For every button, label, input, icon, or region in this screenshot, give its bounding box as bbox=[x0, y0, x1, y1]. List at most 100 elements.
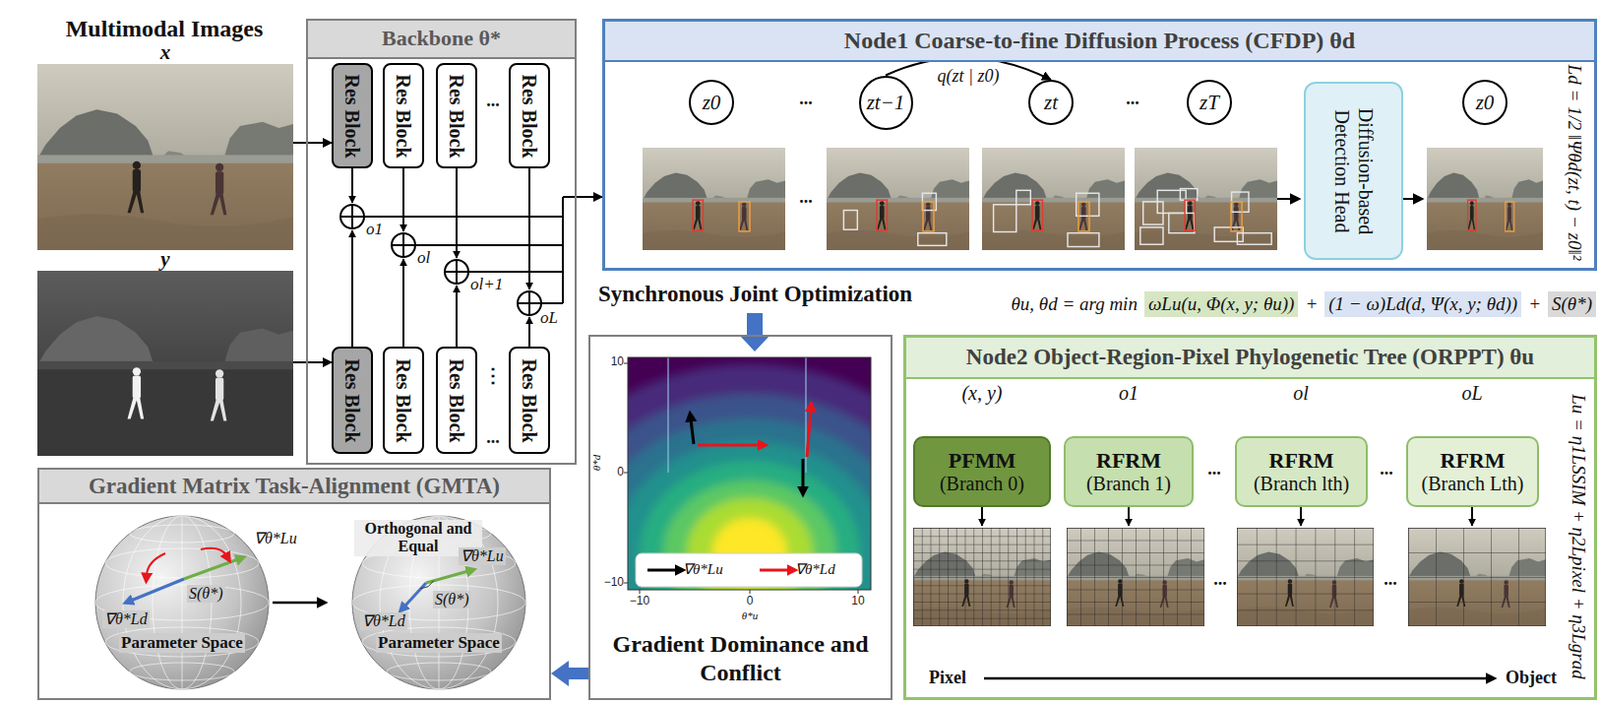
latent-node: zt bbox=[1028, 79, 1074, 125]
text-label: ol bbox=[1292, 381, 1309, 405]
res-block: Res Block bbox=[382, 62, 425, 169]
detection-head: Diffusion-based Detection Head bbox=[1303, 81, 1404, 260]
branch-box: RFRM(Branch Lth) bbox=[1406, 435, 1539, 507]
text-label: −10 bbox=[629, 594, 650, 609]
text-label: oL bbox=[1461, 381, 1482, 405]
image-heading: x bbox=[37, 41, 294, 63]
block-label: Res Block bbox=[393, 73, 414, 158]
latent-node: zt−1 bbox=[859, 75, 914, 130]
flow-arrow bbox=[551, 660, 589, 686]
panel-header: Node1 Coarse-to-fine Diffusion Process (… bbox=[605, 21, 1595, 62]
equation-term: S(θ*) bbox=[1547, 291, 1597, 317]
latent-label: zt bbox=[1044, 92, 1058, 114]
text-label: o1 bbox=[366, 219, 383, 240]
text-label: ... bbox=[1125, 88, 1140, 110]
connector bbox=[293, 361, 332, 364]
block-label: Res Block bbox=[519, 358, 540, 442]
text-label: ... bbox=[1207, 458, 1222, 480]
res-block: Res Block bbox=[331, 62, 373, 169]
block-label: Res Block bbox=[446, 73, 467, 158]
module-panel: Gradient Matrix Task-Alignment (GMTA) bbox=[37, 467, 552, 700]
latent-node: z0 bbox=[688, 79, 735, 125]
branch-name: PFMM bbox=[948, 447, 1016, 473]
text-label: ... bbox=[799, 88, 813, 110]
panel-title: Node1 Coarse-to-fine Diffusion Process (… bbox=[844, 27, 1355, 54]
branch-name: RFRM bbox=[1269, 447, 1335, 473]
text-label: ... bbox=[486, 427, 500, 448]
text-label: 10 bbox=[851, 594, 864, 609]
module-panel: Backbone θ*Res BlockRes BlockRes BlockRe… bbox=[306, 18, 577, 465]
block-label: Res Block bbox=[446, 358, 467, 442]
branch-index: (Branch 1) bbox=[1086, 472, 1171, 495]
equation-term: + bbox=[1524, 291, 1545, 317]
head-label: Diffusion-based Detection Head bbox=[1330, 93, 1378, 248]
text-label: (x, y) bbox=[961, 381, 1002, 405]
panel-header: Gradient Matrix Task-Alignment (GMTA) bbox=[39, 469, 550, 504]
connector bbox=[293, 141, 332, 144]
text-label: ... bbox=[486, 90, 500, 112]
branch-name: RFRM bbox=[1096, 447, 1162, 473]
module-panel: Node1 Coarse-to-fine Diffusion Process (… bbox=[602, 18, 1598, 271]
block-label: Res Block bbox=[393, 358, 414, 442]
text-label: 0 bbox=[616, 465, 624, 480]
equation-row: θu, θd = arg minωLu(u, Φ(x, y; θu))+(1 −… bbox=[1006, 291, 1597, 317]
text-label: S(θ*) bbox=[432, 590, 472, 609]
text-label: −10 bbox=[604, 575, 624, 590]
text-label: ol+1 bbox=[470, 274, 503, 295]
res-block: Res Block bbox=[435, 62, 478, 169]
text-label: θ*d bbox=[590, 454, 604, 471]
text-label: Object bbox=[1505, 667, 1557, 688]
text-label: S(θ*) bbox=[186, 584, 226, 603]
block-label: Res Block bbox=[519, 73, 540, 158]
latent-label: zt−1 bbox=[866, 92, 906, 114]
latent-node: z0 bbox=[1462, 79, 1508, 125]
panel-title: Node2 Object-Region-Pixel Phylogenetic T… bbox=[966, 344, 1535, 370]
res-block: Res Block bbox=[435, 346, 478, 454]
panel-header: Node2 Object-Region-Pixel Phylogenetic T… bbox=[906, 337, 1595, 379]
res-block: Res Block bbox=[331, 346, 373, 454]
res-block: Res Block bbox=[508, 346, 551, 454]
block-label: Res Block bbox=[342, 73, 363, 158]
text-label: ⋮ bbox=[483, 364, 503, 387]
branch-index: (Branch Lth) bbox=[1421, 472, 1525, 495]
equation-term: (1 − ω)Ld(d, Ψ(x, y; θd)) bbox=[1324, 291, 1522, 317]
text-label: ... bbox=[799, 186, 813, 208]
panel-title: Backbone θ* bbox=[381, 26, 501, 51]
branch-index: (Branch 0) bbox=[939, 472, 1025, 495]
text-label: ... bbox=[1379, 458, 1394, 480]
legend-text: ∇θ*Ld bbox=[795, 560, 836, 578]
panel-caption: Gradient Dominance and Conflict bbox=[610, 629, 871, 687]
text-label: ol bbox=[417, 247, 431, 268]
branch-name: RFRM bbox=[1440, 447, 1506, 473]
text-label: ... bbox=[1383, 568, 1398, 590]
panel-title: Gradient Matrix Task-Alignment (GMTA) bbox=[88, 473, 500, 498]
equation-term: ωLu(u, Φ(x, y; θu)) bbox=[1144, 291, 1299, 317]
image-frame: x bbox=[37, 63, 294, 250]
text-label: oL bbox=[540, 307, 558, 328]
image-heading: y bbox=[37, 247, 294, 270]
text-label: Parameter Space bbox=[119, 632, 246, 653]
edge-label: q(zt | z0) bbox=[935, 65, 1002, 87]
equation-term: θu, θd = arg min bbox=[1006, 291, 1141, 317]
text-label: ∇θ*Lu bbox=[253, 529, 298, 548]
latent-node: zT bbox=[1186, 79, 1232, 125]
text-label: Parameter Space bbox=[375, 632, 502, 653]
text-label: 0 bbox=[746, 594, 754, 609]
latent-label: zT bbox=[1199, 92, 1220, 114]
connector bbox=[576, 195, 603, 198]
equation-term: + bbox=[1300, 291, 1322, 317]
res-block: Res Block bbox=[382, 346, 425, 454]
text-label: Multimodal Images bbox=[65, 16, 264, 41]
legend-text: ∇θ*Lu bbox=[682, 560, 724, 578]
text-label: Ld = 1/2 ‖Ψθd(zt, t) − z0‖² bbox=[1563, 64, 1586, 261]
branch-index: (Branch lth) bbox=[1253, 472, 1350, 495]
text-label: Lu = η1LSSIM + η2Lpixel + η3Lgrad bbox=[1567, 393, 1590, 678]
text-label: ∇θ*Ld bbox=[360, 612, 408, 630]
text-label: ... bbox=[1213, 568, 1228, 590]
branch-box: RFRM(Branch 1) bbox=[1063, 435, 1194, 507]
latent-label: z0 bbox=[1476, 92, 1495, 114]
text-label: Synchronous Joint Optimization bbox=[598, 281, 913, 308]
image-frame: y bbox=[37, 270, 294, 456]
branch-box: PFMM(Branch 0) bbox=[913, 435, 1051, 507]
